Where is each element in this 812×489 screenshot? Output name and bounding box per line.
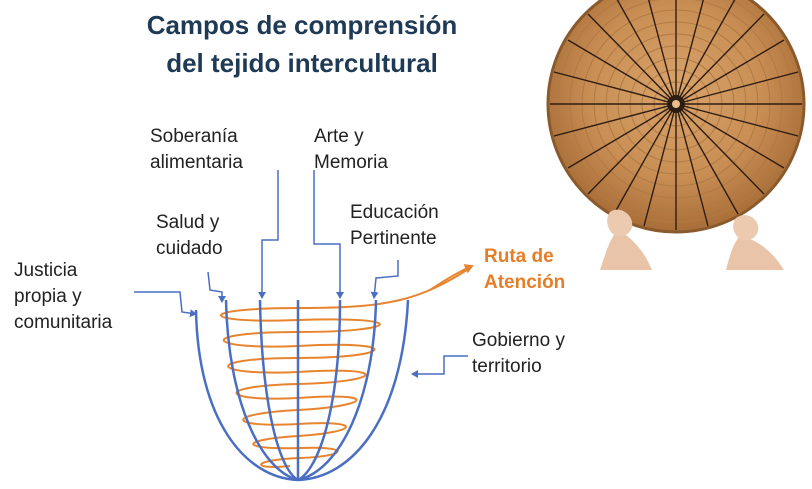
label-line: propia y	[14, 286, 82, 307]
label-line: Salud y	[156, 212, 220, 233]
label-line: Memoria	[314, 152, 388, 173]
label-line: Gobierno y	[472, 330, 565, 351]
label-line: cuidado	[156, 238, 223, 259]
ruta-arrow	[429, 264, 474, 291]
label-soberania-alimentaria: Soberanía alimentaria	[150, 124, 243, 176]
label-line: Arte y	[314, 126, 364, 147]
label-line: Educación	[350, 202, 439, 223]
arrow-soberania	[258, 170, 279, 299]
basket-rib	[224, 300, 299, 480]
ruta-spiral	[220, 267, 471, 468]
label-line: Justicia	[14, 260, 78, 281]
arrow-educacion	[370, 260, 399, 299]
arrow-arte	[313, 170, 344, 299]
label-salud-cuidado: Salud y cuidado	[156, 210, 223, 262]
label-line: alimentaria	[150, 152, 243, 173]
label-line: territorio	[472, 356, 542, 377]
label-line: comunitaria	[14, 312, 113, 333]
label-line: Pertinente	[350, 228, 437, 249]
diagram-title: Campos de comprensión del tejido intercu…	[100, 6, 504, 82]
basket-rib	[297, 300, 378, 480]
arrow-gobierno	[411, 355, 468, 378]
label-line: Ruta de	[484, 246, 554, 267]
spiral-path	[220, 267, 471, 468]
label-justicia-propia: Justicia propia y comunitaria	[14, 258, 112, 336]
title-line-1: Campos de comprensión	[146, 10, 458, 40]
title-line-2: del tejido intercultural	[166, 48, 438, 78]
basket-rib	[297, 300, 342, 480]
label-educacion-pertinente: Educación Pertinente	[350, 200, 439, 252]
label-gobierno-territorio: Gobierno y territorio	[472, 328, 565, 380]
arrow-justicia	[134, 291, 197, 318]
arrow-salud	[207, 271, 226, 303]
pointer-arrows	[134, 170, 468, 378]
label-line: Soberanía	[150, 126, 238, 147]
basket-rib	[258, 300, 299, 480]
basket-frame	[194, 299, 410, 482]
label-ruta-atencion: Ruta de Atención	[484, 244, 565, 296]
label-line: Atención	[484, 272, 566, 293]
label-arte-memoria: Arte y Memoria	[314, 124, 388, 176]
woven-basket-photo	[546, 0, 806, 270]
